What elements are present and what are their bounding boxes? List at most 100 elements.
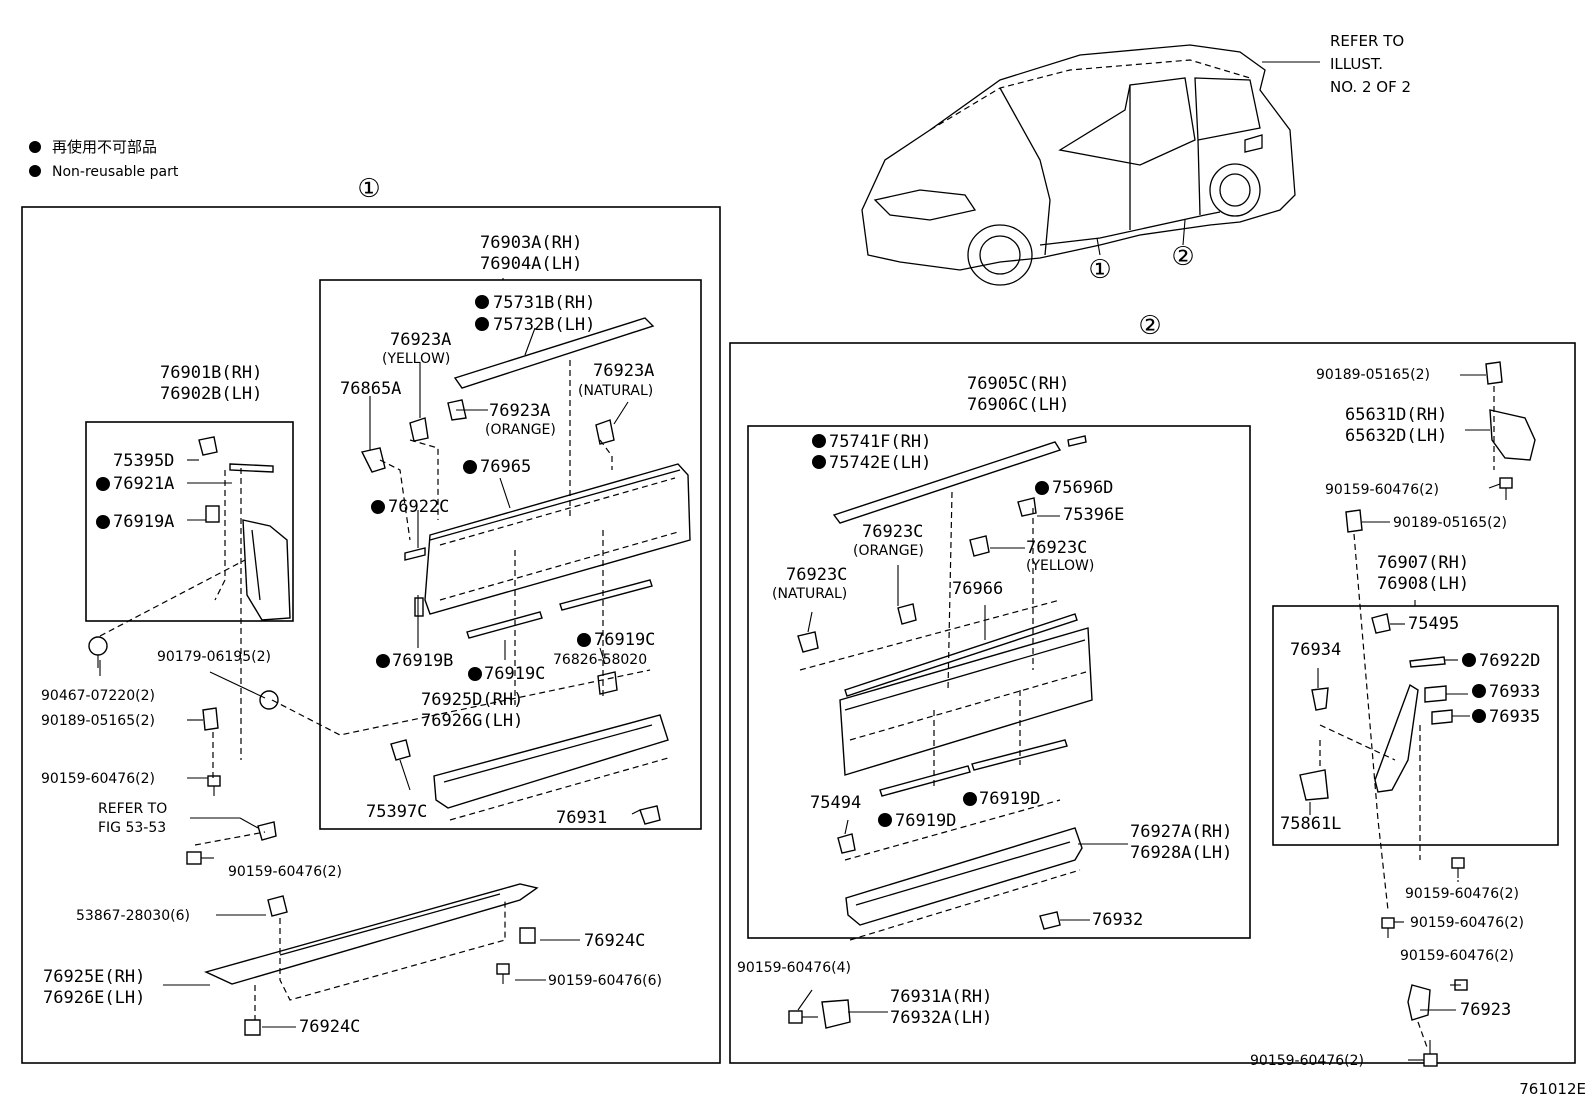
label-refer-to: REFER TO bbox=[98, 801, 167, 817]
sill-bracket-76927a bbox=[845, 827, 1083, 926]
tape-76966-upper bbox=[844, 613, 1078, 697]
non-reusable-dot-icon bbox=[1472, 709, 1486, 723]
non-reusable-dot-icon bbox=[96, 515, 110, 529]
label-75396e: 75396E bbox=[1063, 505, 1124, 525]
label-76906c: 76906C(LH) bbox=[967, 395, 1069, 415]
grommet-90179-icon bbox=[259, 690, 279, 710]
scuff-plate-76925e bbox=[203, 883, 539, 985]
non-reusable-dot-icon bbox=[812, 434, 826, 448]
non-reusable-dot-icon bbox=[468, 667, 482, 681]
clip-76923c-natural-icon bbox=[797, 631, 819, 653]
legend-japanese: 再使用不可部品 bbox=[52, 138, 157, 156]
label-76907: 76907(RH) bbox=[1377, 553, 1469, 573]
tape-76919c-a bbox=[466, 611, 543, 639]
section-one-frame bbox=[21, 206, 721, 1064]
bolt-90159-4-icon bbox=[788, 1010, 818, 1024]
label-90159-right-c: 90159-60476(2) bbox=[1410, 915, 1524, 931]
label-76919b: 76919B bbox=[392, 651, 453, 671]
bolt-90159-r1-icon bbox=[1499, 477, 1513, 500]
refer-illust-line2: ILLUST. bbox=[1330, 55, 1383, 73]
legend-english: Non-reusable part bbox=[52, 164, 179, 180]
non-reusable-dot-icon bbox=[463, 460, 477, 474]
tape-76922d bbox=[1409, 656, 1446, 668]
bolt-90159-a-icon bbox=[207, 775, 221, 796]
non-reusable-dot-icon bbox=[577, 633, 591, 647]
label-75732b: 75732B(LH) bbox=[493, 315, 595, 335]
subassembly-76901b-frame bbox=[85, 421, 294, 622]
clip-76923a-yellow-icon bbox=[409, 417, 429, 442]
non-reusable-dot-icon bbox=[96, 477, 110, 491]
grommet-76924c-a-icon bbox=[519, 927, 536, 944]
clip-76923c-orange-icon bbox=[897, 603, 917, 625]
non-reusable-dot-icon bbox=[1035, 481, 1049, 495]
label-76926e: 76926E(LH) bbox=[43, 988, 145, 1008]
non-reusable-dot-icon bbox=[371, 500, 385, 514]
non-reusable-dot-icon bbox=[878, 813, 892, 827]
leader-lines bbox=[99, 278, 1501, 1061]
part-labels: 76903A(RH) 76904A(LH) 75731B(RH) 75732B(… bbox=[41, 233, 1540, 1069]
label-76966: 76966 bbox=[952, 579, 1003, 599]
label-90159-right-a: 90159-60476(2) bbox=[1325, 482, 1439, 498]
label-76908: 76908(LH) bbox=[1377, 574, 1469, 594]
label-76924c-a: 76924C bbox=[584, 931, 645, 951]
label-76921a: 76921A bbox=[113, 474, 174, 494]
grommet-76924c-b-icon bbox=[244, 1019, 261, 1036]
non-reusable-dot-icon bbox=[376, 654, 390, 668]
label-76865a: 76865A bbox=[340, 379, 401, 399]
bracket-76931a bbox=[821, 999, 851, 1029]
label-natural-2: (NATURAL) bbox=[772, 586, 847, 602]
label-90159-left-b: 90159-60476(2) bbox=[228, 864, 342, 880]
label-90159-right-d: 90159-60476(2) bbox=[1400, 948, 1514, 964]
clip-75395d-icon bbox=[198, 436, 218, 456]
label-76919c-b: 76919C bbox=[594, 630, 655, 650]
clip-76923c-yellow-icon bbox=[969, 535, 990, 557]
tape-76921a bbox=[229, 463, 274, 473]
non-reusable-dot-icon bbox=[475, 317, 489, 331]
bolt-90159-r2-icon bbox=[1451, 857, 1465, 878]
section-marker-two: ② bbox=[1138, 311, 1161, 341]
sill-bracket-76925d bbox=[433, 714, 669, 821]
figure-id: 761012E bbox=[1519, 1080, 1586, 1098]
label-90159-4: 90159-60476(4) bbox=[737, 960, 851, 976]
section-two-frame bbox=[729, 342, 1576, 1064]
label-76923c-natural: 76923C bbox=[786, 565, 847, 585]
label-76928a: 76928A(LH) bbox=[1130, 843, 1232, 863]
label-90179: 90179-06195(2) bbox=[157, 649, 271, 665]
clip-75396e-icon bbox=[1017, 497, 1037, 517]
clip-76826-icon bbox=[597, 671, 618, 695]
label-90189-right-b: 90189-05165(2) bbox=[1393, 515, 1507, 531]
label-75861l: 75861L bbox=[1280, 814, 1341, 834]
label-76932: 76932 bbox=[1092, 910, 1143, 930]
vehicle-illustration bbox=[861, 44, 1320, 286]
label-fig-53-53: FIG 53-53 bbox=[98, 820, 166, 836]
non-reusable-bullet-icon bbox=[29, 141, 41, 153]
non-reusable-dot-icon bbox=[1462, 653, 1476, 667]
label-90189-left: 90189-05165(2) bbox=[41, 713, 155, 729]
label-76923a-natural: 76923A bbox=[593, 361, 654, 381]
section-marker-one-vehicle: ① bbox=[1088, 255, 1111, 285]
label-76922d: 76922D bbox=[1479, 651, 1540, 671]
label-76965: 76965 bbox=[480, 457, 531, 477]
clip-76931-icon bbox=[639, 805, 661, 825]
label-76919d-b: 76919D bbox=[979, 789, 1040, 809]
label-75495: 75495 bbox=[1408, 614, 1459, 634]
label-90159-right-b: 90159-60476(2) bbox=[1405, 886, 1519, 902]
label-76919c-a: 76919C bbox=[484, 664, 545, 684]
label-76931a: 76931A(RH) bbox=[890, 987, 992, 1007]
label-76923c-yellow: 76923C bbox=[1026, 538, 1087, 558]
non-reusable-bullet-icon bbox=[29, 165, 41, 177]
label-76934: 76934 bbox=[1290, 640, 1341, 660]
label-75731b: 75731B(RH) bbox=[493, 293, 595, 313]
label-76905c: 76905C(RH) bbox=[967, 374, 1069, 394]
clip-76923a-natural-icon bbox=[595, 419, 615, 445]
section-marker-two-vehicle: ② bbox=[1171, 242, 1194, 272]
label-76923a-orange: 76923A bbox=[489, 401, 550, 421]
nut-90189-icon bbox=[202, 707, 219, 731]
mudguard-65631d bbox=[1489, 409, 1536, 461]
label-76923a-yellow: 76923A bbox=[390, 330, 451, 350]
mudflap-76907 bbox=[1374, 683, 1419, 793]
clip-75495-icon bbox=[1371, 613, 1391, 634]
label-76919d-a: 76919D bbox=[895, 811, 956, 831]
tape-76919c-b bbox=[559, 579, 653, 611]
label-76919a: 76919A bbox=[113, 512, 174, 532]
